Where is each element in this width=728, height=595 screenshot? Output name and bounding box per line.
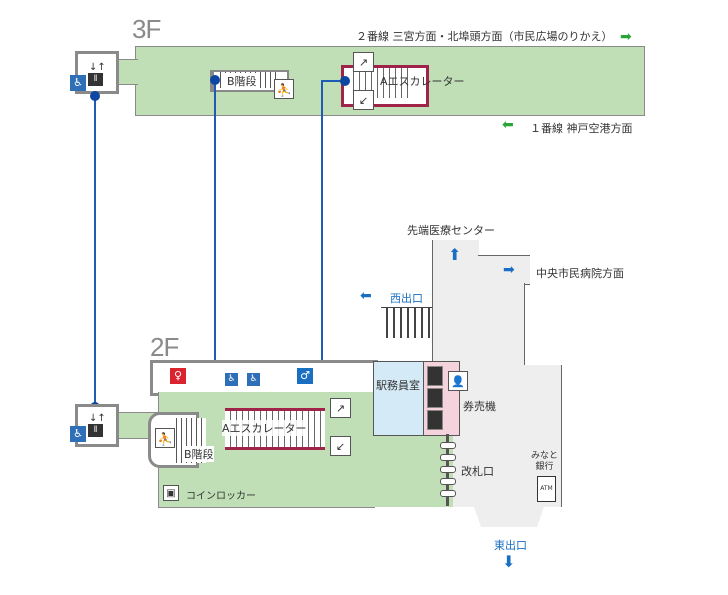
station-office [373, 361, 425, 436]
ticket-gate[interactable] [440, 490, 456, 497]
ticket-machine[interactable] [427, 366, 443, 386]
wheelchair-icon: ♿ [70, 75, 86, 91]
route-elevator [94, 96, 96, 408]
coin-locker-icon: ▣ [163, 485, 179, 501]
ticket-gate[interactable] [440, 478, 456, 485]
arrow-right-blue-icon: ➡ [503, 262, 515, 278]
track-2-label: ２番線 三宮方面・北埠頭方面（市民広場のりかえ） [356, 30, 613, 43]
coin-locker-label: コインロッカー [186, 491, 256, 502]
stairs-icon: ⛹ [274, 79, 294, 99]
corridor-south [478, 283, 525, 365]
route-escalator-a-horizontal [321, 80, 345, 82]
accessible-toilet-icon: ♿ [225, 373, 238, 386]
east-exit-label[interactable]: 東出口 [494, 539, 527, 552]
elevator-arrows-icon: ↓↑ [89, 62, 106, 73]
route-node [90, 91, 100, 101]
route-escalator-a [321, 81, 323, 427]
concourse-2f-gate-area [373, 433, 453, 507]
stairs-b-label-3f: B階段 [225, 73, 259, 89]
elevator-arrows-icon: ↓↑ [89, 413, 106, 424]
floor-label-3f: 3F [132, 14, 161, 44]
station-office-label: 駅務員室 [376, 379, 420, 392]
route-stairs-b [214, 80, 216, 428]
elevator-icon: 𝍪 [88, 424, 103, 437]
men-toilet-icon: ♂ [297, 368, 313, 384]
ticket-gate[interactable] [440, 442, 456, 449]
wheelchair-icon: ♿ [70, 426, 86, 442]
bank-label: みなと 銀行 [531, 451, 559, 472]
track-1-label: １番線 神戸空港方面 [530, 122, 633, 135]
medical-center-label: 先端医療センター [407, 224, 495, 237]
ticket-gate[interactable] [440, 466, 456, 473]
floor-label-2f: 2F [150, 332, 179, 362]
ticket-gate[interactable] [440, 454, 456, 461]
accessible-toilet-icon: ♿ [247, 373, 260, 386]
ticket-machines-label: 券売機 [463, 400, 496, 413]
escalator-up-icon: ↗ [330, 398, 351, 418]
route-node [340, 76, 350, 86]
atm-button[interactable]: ATM [537, 476, 556, 502]
exit-east-passage [474, 507, 544, 527]
platform-3f-connector [116, 59, 138, 85]
arrow-right-green-icon: ➡ [620, 29, 632, 45]
staff-counter-icon: 👤 [448, 371, 468, 391]
route-node [210, 75, 220, 85]
ticket-machine[interactable] [427, 410, 443, 430]
escalator-a-label-3f: Aエスカレーター [380, 75, 465, 88]
escalator-down-icon: ↙ [353, 90, 374, 110]
escalator-down-icon: ↙ [330, 436, 351, 456]
women-toilet-icon: ♀ [170, 368, 186, 384]
stairs-b-label-2f: B階段 [184, 446, 214, 462]
elevator-icon: 𝍪 [88, 73, 103, 86]
arrow-left-blue-icon: ⬅ [360, 288, 372, 304]
arrow-up-blue-icon: ⬆ [448, 245, 462, 264]
ticket-machine[interactable] [427, 388, 443, 408]
hospital-label: 中央市民病院方面 [536, 267, 624, 280]
arrow-down-blue-icon: ⬇ [502, 552, 516, 571]
escalator-up-icon: ↗ [353, 52, 374, 72]
stairs-icon: ⛹ [155, 428, 175, 448]
corridor-north [432, 240, 479, 365]
arrow-left-green-icon: ⬅ [502, 117, 514, 133]
ticket-gate-label: 改札口 [461, 465, 494, 478]
escalator-a-label-2f: Aエスカレーター [222, 420, 307, 436]
west-stairs[interactable] [381, 307, 432, 338]
corridor-east [478, 255, 530, 285]
west-exit-label[interactable]: 西出口 [390, 292, 423, 305]
